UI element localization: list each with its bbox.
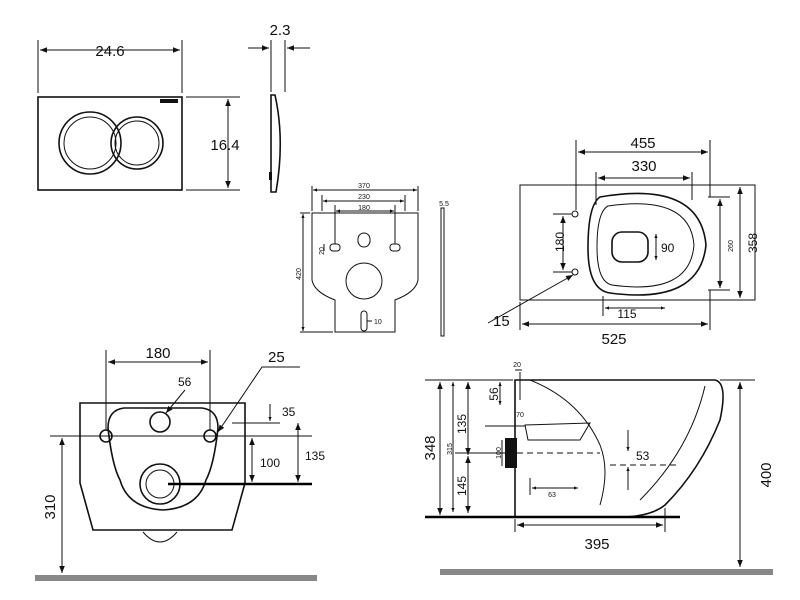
dim-label: 35 <box>282 405 296 419</box>
bowl-top-outline <box>587 192 707 296</box>
flush-plate-side-view: 2.3 <box>248 22 310 193</box>
dim-label: 180 <box>145 345 170 362</box>
floor <box>440 569 773 575</box>
dim-label: 24.6 <box>95 43 124 60</box>
dim-label: 135 <box>305 449 325 463</box>
top-view-wall <box>519 184 756 301</box>
inlet-pipe <box>505 438 517 468</box>
dim-label: 20 <box>513 362 521 369</box>
dim-label: 180 <box>553 232 567 252</box>
dim-label: 370 <box>358 183 370 190</box>
dim-label: 420 <box>296 268 303 280</box>
bowl-outlet <box>611 231 649 263</box>
side-view: 20 56 70 135 315 348 100 145 53 63 <box>422 362 775 575</box>
top-view: 455 330 180 90 260 358 15 115 525 <box>487 135 760 348</box>
flush-plate-profile <box>270 94 282 193</box>
dim-label: 25 <box>268 349 285 366</box>
wall-bracket <box>107 407 219 511</box>
flush-button-large <box>58 111 122 175</box>
dim-label: 115 <box>617 307 636 321</box>
dim-label: 70 <box>516 412 524 419</box>
dim-label: 10 <box>374 319 382 326</box>
dim-label: 400 <box>758 462 775 487</box>
dim-label: 20 <box>319 247 326 255</box>
sound-pad-outline <box>311 212 419 333</box>
dim-label: 90 <box>661 241 675 255</box>
dim-label: 56 <box>487 387 501 401</box>
dim-label: 330 <box>631 158 656 175</box>
flush-plate-outline <box>37 96 183 191</box>
dim-label: 348 <box>422 435 439 460</box>
sound-pad-side-view: 5.5 <box>439 201 449 337</box>
sound-pad-view: 370 230 180 420 20 10 <box>296 183 419 333</box>
dim-label: 358 <box>746 233 760 253</box>
inlet-hole <box>149 411 171 433</box>
brand-logo <box>160 99 178 103</box>
dim-label: 53 <box>636 449 650 463</box>
flush-plate-front-view: 24.6 16.4 <box>37 40 240 191</box>
dim-label: 260 <box>728 240 735 252</box>
dim-label: 100 <box>260 456 280 470</box>
dim-label: 135 <box>455 414 469 434</box>
dim-label: 5.5 <box>439 201 449 208</box>
dim-label: 16.4 <box>210 137 239 154</box>
bowl-side-outline <box>514 379 724 518</box>
dim-label: 15 <box>493 313 510 330</box>
dim-label: 310 <box>42 494 59 519</box>
dim-label: 56 <box>178 375 192 389</box>
dim-label: 145 <box>455 476 469 496</box>
dim-label: 455 <box>630 135 655 152</box>
dim-label: 63 <box>548 492 556 499</box>
dim-label: 315 <box>447 443 454 455</box>
dim-label: 230 <box>358 194 370 201</box>
front-view: 180 56 25 35 100 135 310 <box>35 345 325 581</box>
bowl-front-outline <box>79 402 246 531</box>
dim-label: 180 <box>358 205 370 212</box>
dim-label: 525 <box>601 331 626 348</box>
dim-label: 395 <box>584 536 609 553</box>
flush-button-small <box>110 116 164 170</box>
dim-label: 2.3 <box>270 22 291 39</box>
floor <box>35 575 317 581</box>
